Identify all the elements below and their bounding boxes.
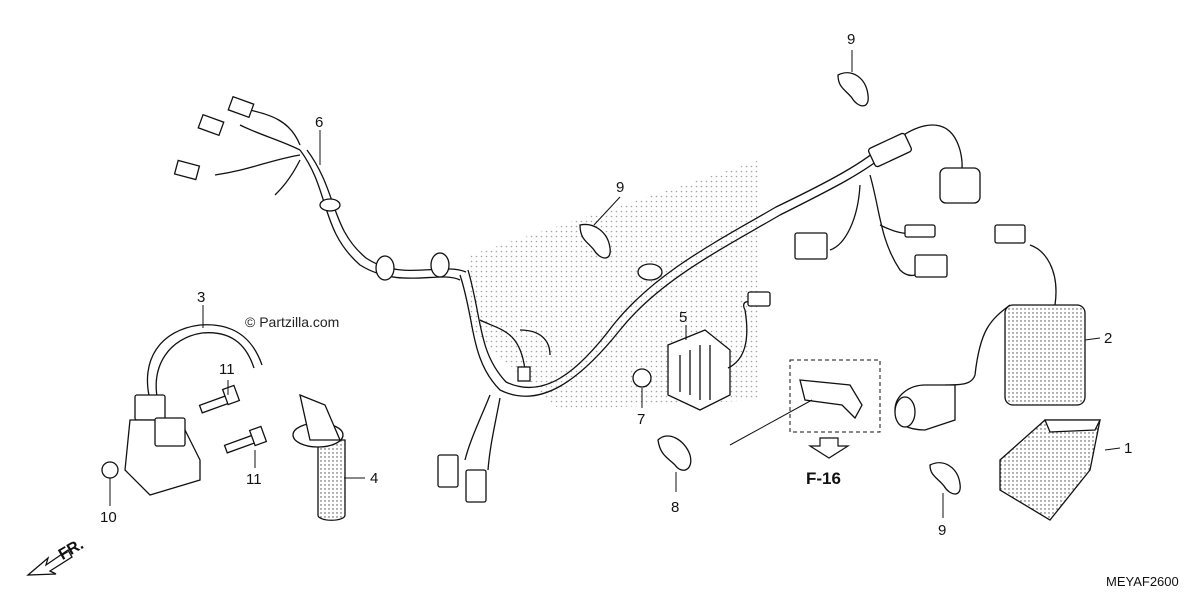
ignition-coil[interactable] bbox=[124, 324, 263, 496]
reference-arrow bbox=[807, 437, 851, 459]
callout-4: 4 bbox=[370, 470, 378, 487]
diagram-code: MEYAF2600 bbox=[1106, 574, 1179, 589]
callout-9-middle: 9 bbox=[616, 179, 624, 196]
front-arrow-icon bbox=[26, 549, 73, 576]
callout-10: 10 bbox=[100, 509, 117, 526]
callout-11-lower: 11 bbox=[246, 471, 262, 488]
wire-clamp-8[interactable] bbox=[657, 435, 692, 471]
wire-harness[interactable] bbox=[173, 95, 981, 503]
callout-3: 3 bbox=[197, 289, 205, 306]
callout-9-bottom: 9 bbox=[938, 522, 946, 539]
ecu-cover[interactable] bbox=[999, 419, 1102, 521]
flange-nut-coil[interactable] bbox=[101, 461, 119, 479]
control-module[interactable] bbox=[894, 224, 1086, 431]
mounting-bracket bbox=[799, 379, 863, 420]
callout-6: 6 bbox=[315, 114, 323, 131]
flange-nut[interactable] bbox=[632, 368, 652, 388]
leader-lines bbox=[109, 50, 1121, 518]
callout-5: 5 bbox=[679, 309, 687, 326]
reference-label: F-16 bbox=[806, 469, 841, 488]
bracket-reference-box bbox=[789, 359, 881, 433]
callout-8: 8 bbox=[671, 499, 679, 516]
callout-1: 1 bbox=[1124, 440, 1132, 457]
callout-11-upper: 11 bbox=[219, 361, 235, 378]
wire-clamp-9-lower[interactable] bbox=[929, 462, 961, 495]
wire-clamp-9-upper[interactable] bbox=[837, 72, 869, 107]
spark-plug-cap[interactable] bbox=[292, 393, 346, 521]
wire-clamp-9-middle[interactable] bbox=[579, 223, 611, 259]
callout-9-top: 9 bbox=[847, 31, 855, 48]
regulator-rectifier[interactable] bbox=[667, 291, 771, 411]
callout-2: 2 bbox=[1104, 330, 1112, 347]
flange-bolt-lower[interactable] bbox=[223, 425, 268, 454]
flange-bolt-upper[interactable] bbox=[198, 384, 241, 414]
watermark: © Partzilla.com bbox=[245, 314, 339, 330]
callout-7: 7 bbox=[637, 411, 645, 428]
